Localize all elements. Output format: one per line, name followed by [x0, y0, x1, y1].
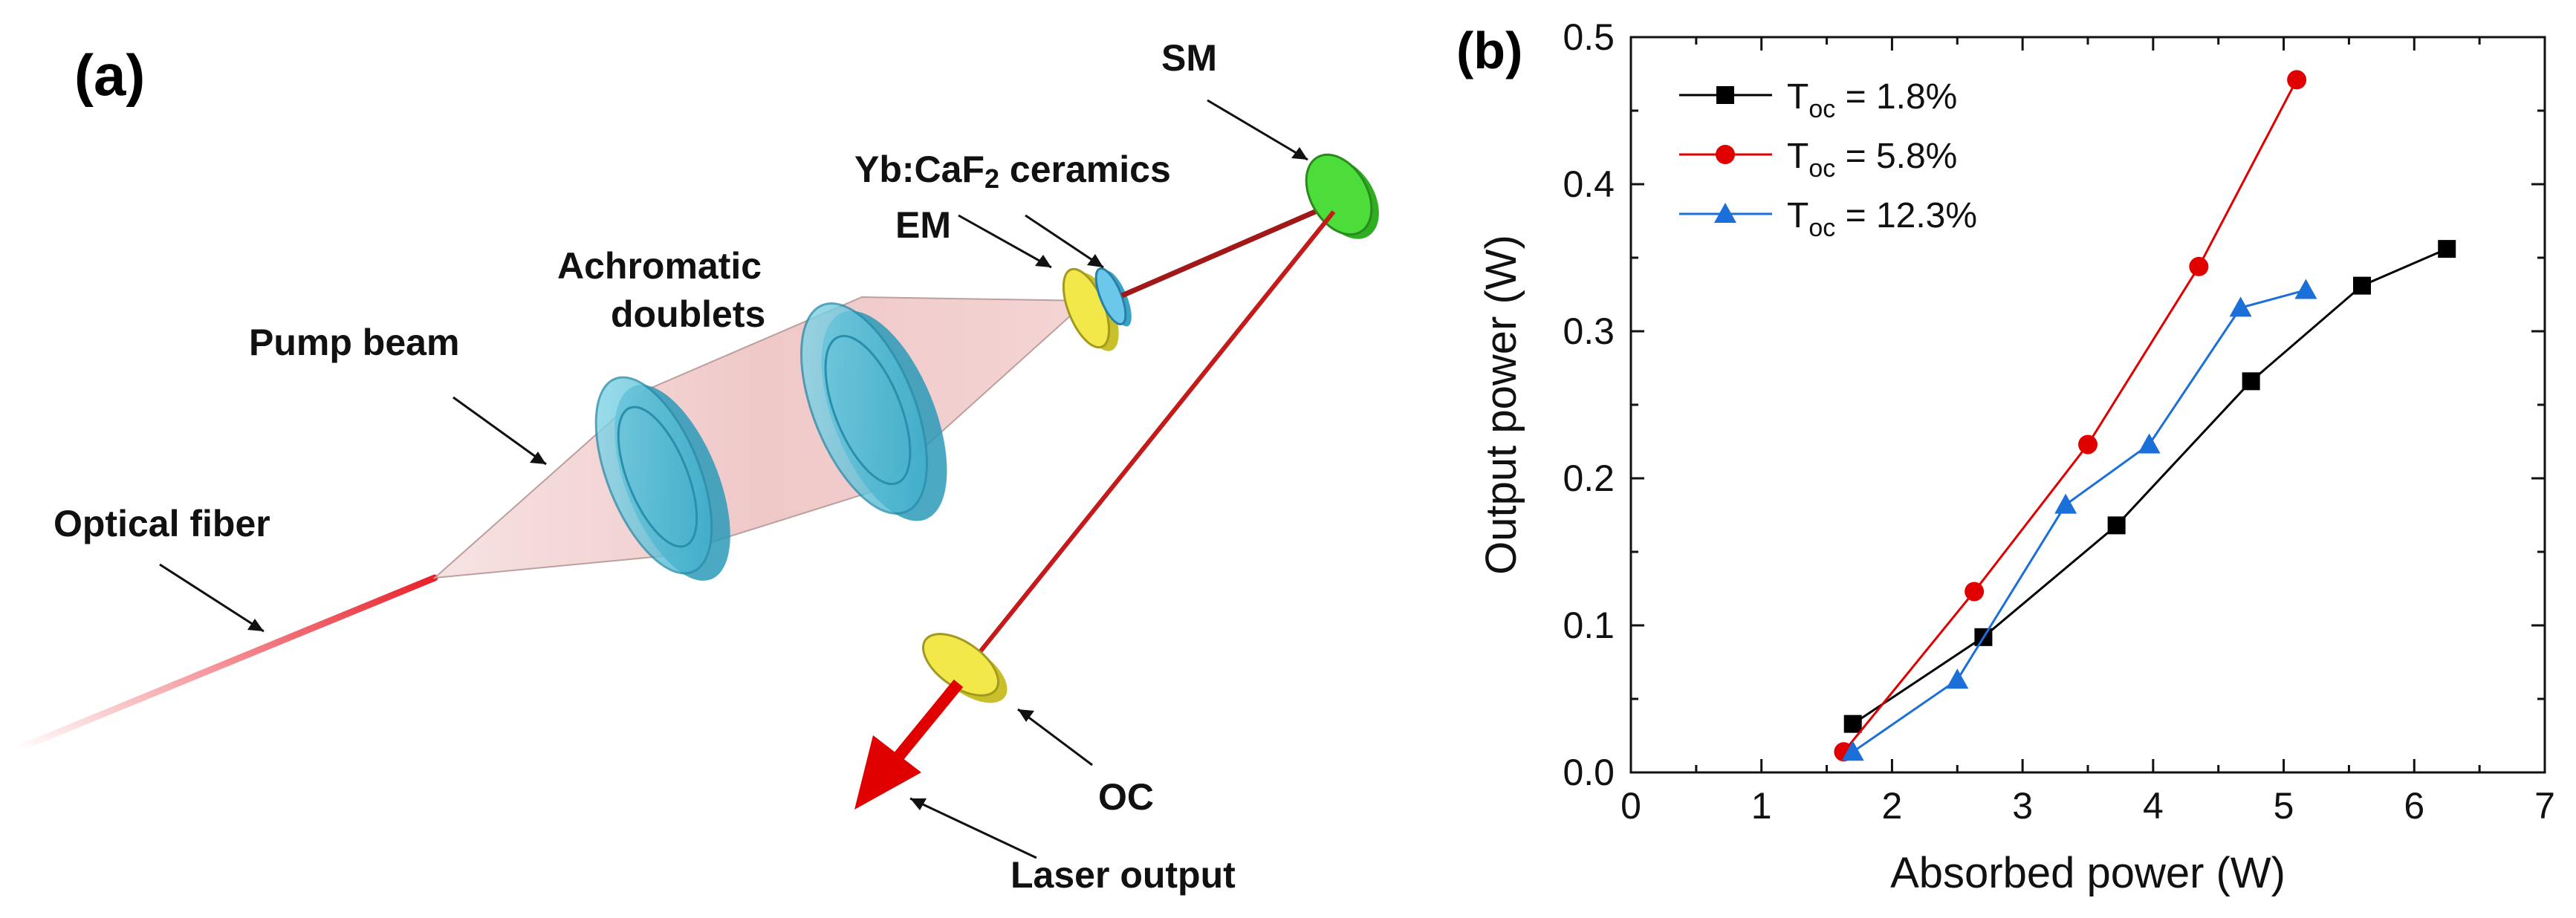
x-axis-title: Absorbed power (W): [1890, 849, 2285, 897]
y-tick-label: 0.5: [1563, 16, 1615, 58]
output-power-chart: (b) 0 1 2 3 4 5 6 7 0.0 0.1 0.2 0.3 0.4 0.5 Absorbed…: [1456, 16, 2555, 897]
y-tick-label: 0.3: [1563, 310, 1615, 352]
laser-output-arrow: [854, 679, 964, 810]
cavity-beam-lower: [953, 210, 1336, 685]
x-tick-label: 1: [1751, 785, 1772, 827]
legend-entry-1: Toc = 1.8%: [1679, 77, 1957, 123]
data-point-triangle: [2229, 296, 2252, 317]
label-crystal-sub: 2: [984, 163, 999, 194]
cavity-beam-upper: [1120, 199, 1339, 299]
series-line-2: [1843, 79, 2298, 753]
data-point-square: [2107, 516, 2126, 535]
legend: Toc = 1.8% Toc = 5.8% Toc = 12.3%: [1679, 77, 1977, 242]
label-optical-fiber: Optical fiber: [53, 503, 270, 544]
output-coupler: [921, 633, 1008, 703]
label-sm: SM: [1161, 37, 1217, 79]
svg-text:Toc = 12.3%: Toc = 12.3%: [1787, 196, 1977, 242]
leader-arrowheads: [247, 147, 1308, 810]
x-tick-label: 0: [1620, 785, 1641, 827]
data-point-square: [2353, 276, 2371, 295]
achromatic-doublet-1: [594, 376, 730, 581]
y-tick-labels: 0.0 0.1 0.2 0.3 0.4 0.5: [1563, 16, 1615, 793]
x-tick-labels: 0 1 2 3 4 5 6 7: [1620, 785, 2555, 827]
data-point-triangle: [1946, 668, 1969, 689]
data-point-triangle: [2294, 279, 2317, 299]
data-point-triangle: [2054, 493, 2077, 514]
leader-arrows: [159, 99, 1308, 859]
data-point-triangle: [2138, 433, 2161, 454]
label-crystal-suffix: ceramics: [999, 149, 1171, 190]
panel-b-label: (b): [1456, 22, 1522, 79]
legend-entry-3: Toc = 12.3%: [1679, 196, 1977, 242]
data-point-circle: [2078, 434, 2098, 455]
y-tick-label: 0.2: [1563, 458, 1615, 499]
series-line-1: [1852, 247, 2447, 725]
y-axis-title: Output power (W): [1477, 235, 1525, 575]
label-achromatic-line1: Achromatic: [557, 245, 762, 287]
data-point-square: [2438, 240, 2456, 258]
legend-entry-2: Toc = 5.8%: [1679, 137, 1957, 183]
svg-text:Toc = 5.8%: Toc = 5.8%: [1787, 137, 1957, 183]
data-point-triangle: [1841, 740, 1864, 761]
label-achromatic-line2: doublets: [611, 293, 765, 335]
achromatic-doublet-2: [800, 302, 947, 521]
setup-schematic: (a): [11, 37, 1379, 896]
y-tick-label: 0.1: [1563, 605, 1615, 646]
label-crystal: Yb:CaF2 ceramics: [854, 149, 1171, 194]
label-oc: OC: [1098, 776, 1154, 818]
data-point-square: [1843, 714, 1862, 733]
data-point-circle: [2189, 256, 2209, 276]
y-tick-label: 0.4: [1563, 163, 1615, 205]
x-tick-label: 2: [1882, 785, 1903, 827]
data-point-square: [2242, 372, 2260, 391]
plot-frame: [1629, 36, 2546, 774]
yb-caf2-crystal: [1094, 267, 1132, 327]
x-tick-label: 3: [2012, 785, 2033, 827]
data-series: [1834, 70, 2456, 762]
panel-a-label: (a): [74, 42, 145, 108]
data-point-circle: [2287, 70, 2307, 90]
label-pump-beam: Pump beam: [249, 322, 459, 363]
x-tick-label: 7: [2534, 785, 2555, 827]
pump-beam-cone: [432, 296, 1089, 579]
label-em: EM: [895, 204, 951, 246]
x-tick-label: 6: [2404, 785, 2424, 827]
series-line-3: [1852, 289, 2306, 753]
x-tick-label: 5: [2274, 785, 2294, 827]
y-tick-label: 0.0: [1563, 752, 1615, 793]
x-tick-label: 4: [2143, 785, 2164, 827]
optical-fiber: [11, 574, 438, 754]
tick-marks: [1629, 36, 2546, 774]
svg-text:Toc = 1.8%: Toc = 1.8%: [1787, 77, 1957, 123]
data-point-circle: [1965, 582, 1985, 602]
label-crystal-prefix: Yb:CaF: [854, 149, 984, 190]
label-laser-output: Laser output: [1010, 854, 1236, 896]
